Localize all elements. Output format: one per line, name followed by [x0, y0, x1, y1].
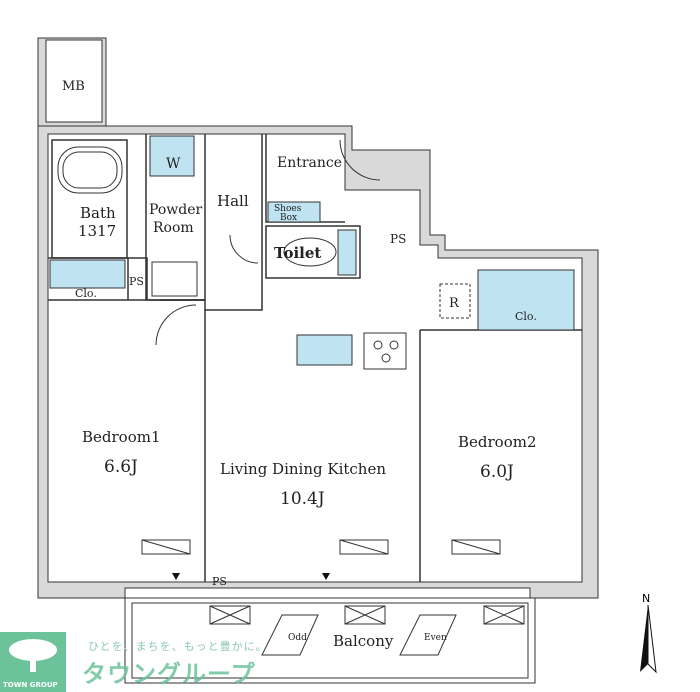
entrance-label: Entrance: [277, 155, 342, 171]
toilet-label: Toilet: [274, 244, 321, 262]
washer-space: [149, 135, 195, 177]
logo-brand: タウングループ: [82, 660, 256, 688]
bath-label: Bath: [80, 204, 116, 222]
compass: N: [640, 592, 657, 674]
town-group-logo: TOWN GROUP: [0, 632, 66, 692]
washbasin: [151, 261, 198, 297]
washer-label: W: [166, 156, 181, 172]
logo-tagline: ひとを、まちを、もっと豊かに。: [88, 640, 268, 653]
tree-icon: [9, 639, 57, 672]
refrigerator-space: [439, 283, 471, 319]
refrigerator-label: R: [449, 296, 460, 311]
interior-walls: [48, 134, 582, 582]
mb-label: MB: [62, 79, 85, 94]
shoes-box-label-2: Box: [280, 213, 297, 223]
closet-left-label: Clo.: [75, 287, 97, 300]
bedroom2-size: 6.0J: [480, 462, 514, 482]
balcony-label: Balcony: [333, 632, 394, 650]
balcony: [124, 597, 536, 684]
closet-right-label: Clo.: [515, 310, 537, 323]
toilet-bowl: [283, 237, 337, 267]
windows: [141, 539, 501, 555]
toilet-tank: [337, 229, 357, 276]
stove: [363, 332, 407, 370]
sink: [296, 334, 353, 366]
bath-size: 1317: [78, 222, 116, 240]
even-label: Even: [424, 633, 447, 643]
shoes-box-label: Shoes: [274, 204, 302, 214]
ldk-size: 10.4J: [280, 489, 325, 509]
odd-label: Odd: [288, 633, 307, 643]
closet-left: [49, 259, 126, 289]
logo-name: TOWN GROUP: [3, 681, 58, 689]
bedroom1-size: 6.6J: [104, 457, 138, 477]
powder-room-label: Powder: [149, 202, 203, 218]
bedroom2-label: Bedroom2: [458, 433, 537, 451]
hall-label: Hall: [217, 192, 249, 210]
bedroom1-label: Bedroom1: [82, 428, 161, 446]
ps-bottom-label: PS: [212, 575, 227, 588]
ps-left-label: PS: [129, 275, 144, 288]
powder-room-label-2: Room: [153, 220, 194, 236]
ps-top-label: PS: [390, 232, 406, 246]
compass-north-label: N: [642, 592, 650, 605]
shoes-box: [267, 201, 321, 223]
closet-right: [477, 269, 575, 331]
ldk-label: Living Dining Kitchen: [220, 460, 386, 478]
